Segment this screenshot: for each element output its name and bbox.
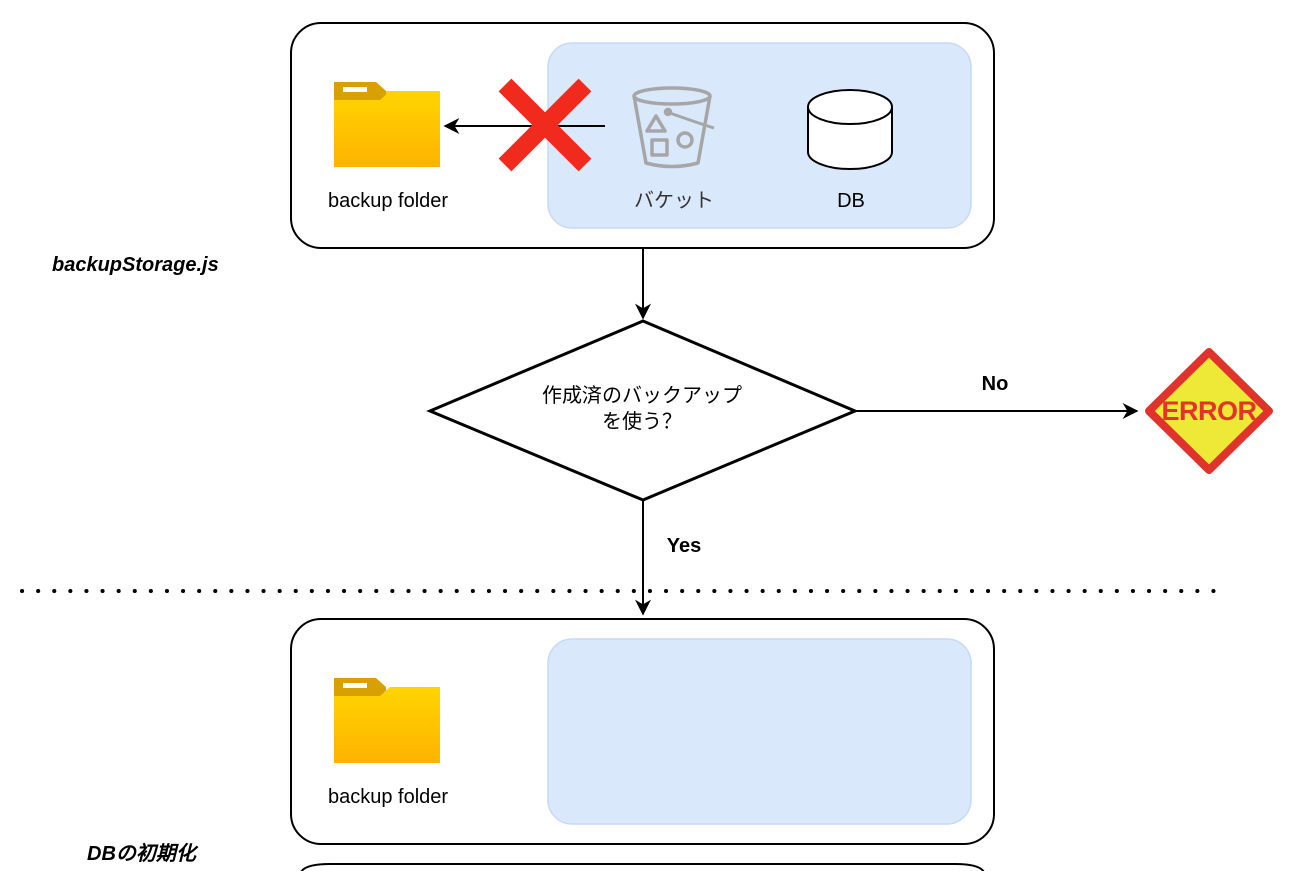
bucket-label: バケット [634, 190, 714, 212]
no-branch-label: No [981, 373, 1009, 395]
decision-text: 作成済のバックアップ を使う？ [542, 383, 742, 435]
top-storage-panel [547, 42, 972, 229]
cross-icon [498, 78, 592, 172]
error-sign-icon [1145, 348, 1273, 474]
error-sign-text: ERROR [1161, 395, 1257, 426]
bottom-storage-panel [547, 638, 972, 825]
script-label: backupStorage.js [52, 254, 219, 276]
database-icon [807, 89, 893, 170]
next-container-box [299, 863, 985, 871]
decision-line-2: を使う？ [602, 411, 682, 433]
section-label: DBの初期化 [87, 843, 196, 865]
yes-branch-label: Yes [666, 535, 702, 557]
folder-icon [334, 82, 440, 167]
bottom-folder-label: backup folder [327, 786, 449, 808]
bucket-icon [632, 86, 715, 169]
folder-icon [334, 678, 440, 763]
decision-line-1: 作成済のバックアップ [542, 385, 742, 407]
db-label: DB [837, 190, 865, 212]
top-folder-label: backup folder [327, 190, 449, 212]
